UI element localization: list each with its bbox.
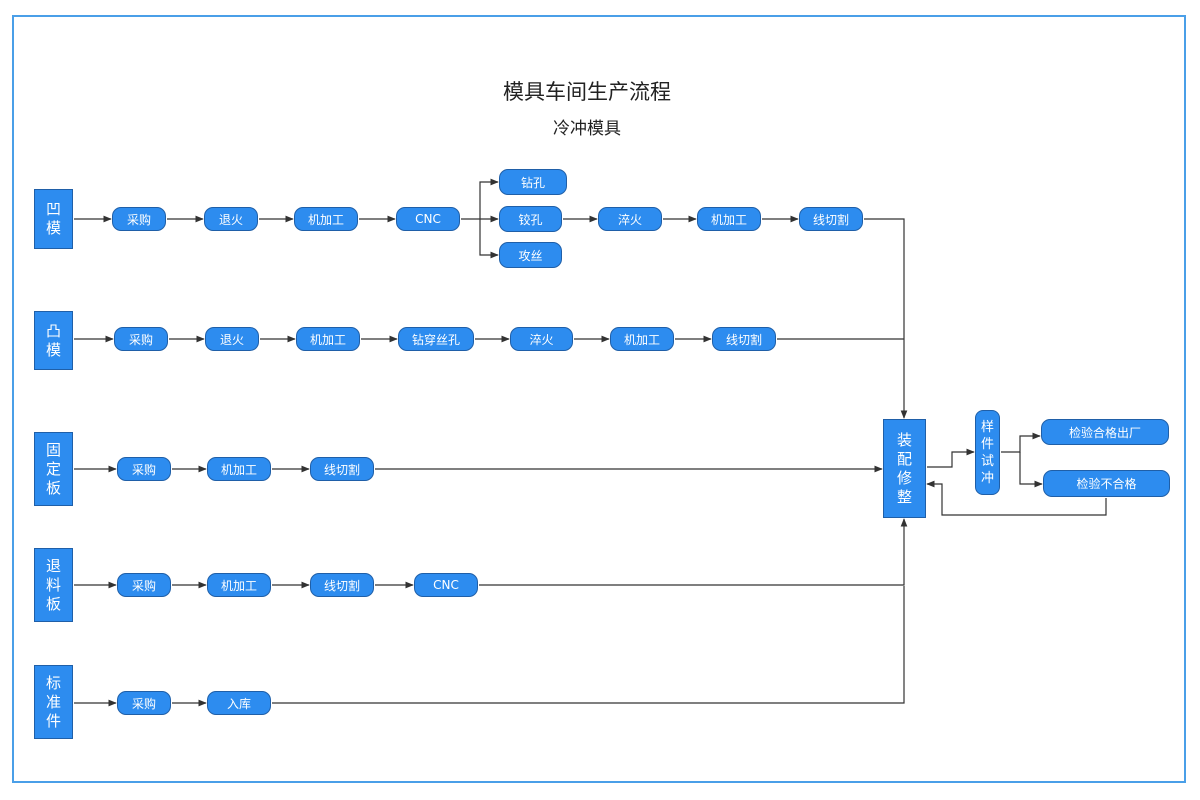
connector-standard-to-assembly (272, 586, 905, 704)
diagram-subtitle: 冷冲模具 (553, 119, 621, 139)
fixed-plate-node-wire-cut: 线切割 (310, 457, 374, 481)
fixed-plate-node-purchase: 采购 (117, 457, 171, 481)
die-node-tap: 攻丝 (499, 242, 562, 268)
punch-node-machining: 机加工 (296, 327, 360, 351)
stripper-node-wire-cut: 线切割 (310, 573, 374, 597)
row-label-die: 凹模 (34, 189, 73, 249)
connector-die-to-assembly (864, 218, 908, 419)
assembly-box: 装配修整 (883, 419, 926, 518)
stripper-node-machining: 机加工 (207, 573, 271, 597)
row-label-fixed-plate: 固定板 (34, 432, 73, 506)
fixed-plate-node-machining: 机加工 (207, 457, 271, 481)
punch-node-threading-hole: 钻穿丝孔 (398, 327, 474, 351)
stripper-node-cnc: CNC (414, 573, 478, 597)
trial-box: 样件试冲 (975, 410, 1000, 495)
punch-node-purchase: 采购 (114, 327, 168, 351)
die-node-cnc: CNC (396, 207, 460, 231)
connector-fail-to-assembly (926, 480, 1107, 516)
die-node-ream: 铰孔 (499, 206, 562, 232)
row-label-standard: 标准件 (34, 665, 73, 739)
connector-assembly-to-trial (927, 448, 975, 468)
stripper-node-purchase: 采购 (117, 573, 171, 597)
pass-node: 检验合格出厂 (1041, 419, 1169, 445)
die-node-quench: 淬火 (598, 207, 662, 231)
connector-die-tap (479, 219, 499, 259)
diagram-title: 模具车间生产流程 (503, 80, 671, 104)
die-node-machining-2: 机加工 (697, 207, 761, 231)
row-label-punch: 凸模 (34, 311, 73, 370)
connector-stripper-to-assembly (479, 518, 908, 586)
connector-die-drill (461, 178, 499, 220)
die-node-wire-cut: 线切割 (799, 207, 863, 231)
diagram-frame (12, 15, 1186, 783)
punch-node-quench: 淬火 (510, 327, 573, 351)
connector-trial-to-pass (1001, 432, 1041, 453)
punch-node-anneal: 退火 (205, 327, 259, 351)
standard-node-warehouse: 入库 (207, 691, 271, 715)
fail-node: 检验不合格 (1043, 470, 1170, 497)
die-node-machining: 机加工 (294, 207, 358, 231)
punch-node-wire-cut: 线切割 (712, 327, 776, 351)
connector-trial-to-fail (1019, 452, 1043, 488)
die-node-drill: 钻孔 (499, 169, 567, 195)
punch-node-machining-2: 机加工 (610, 327, 674, 351)
die-node-anneal: 退火 (204, 207, 258, 231)
row-label-stripper: 退料板 (34, 548, 73, 622)
standard-node-purchase: 采购 (117, 691, 171, 715)
die-node-purchase: 采购 (112, 207, 166, 231)
